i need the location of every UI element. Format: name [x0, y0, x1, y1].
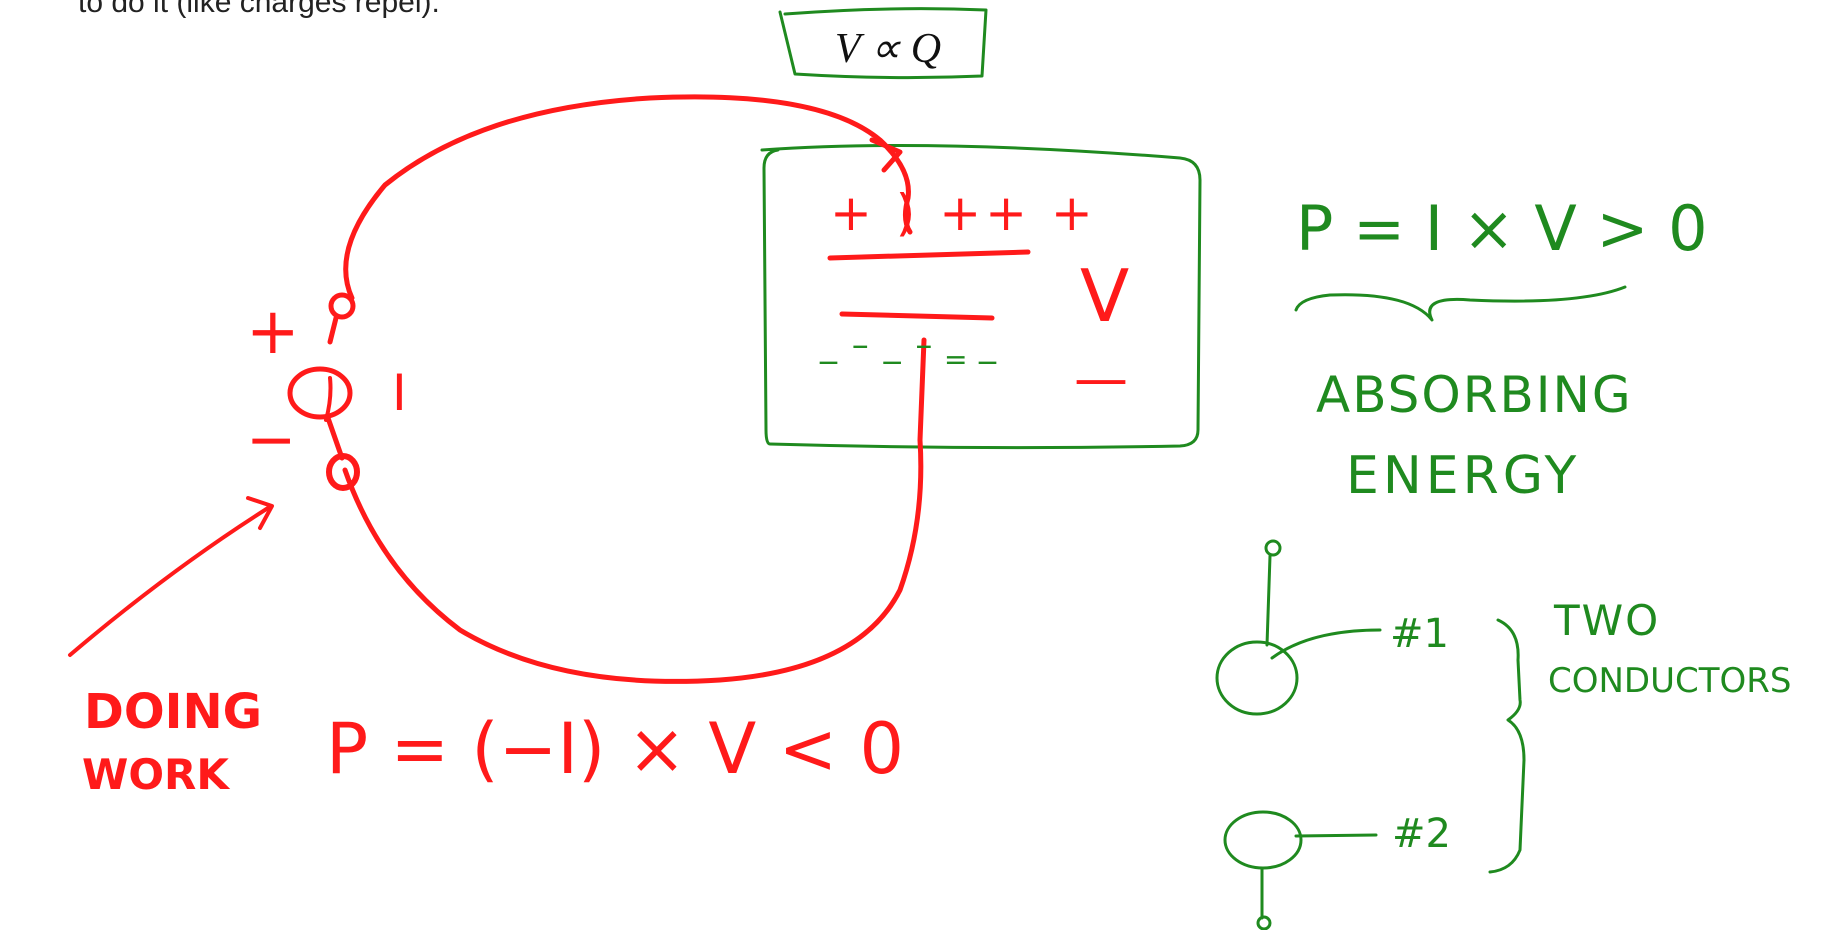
capacitor-minus-label: — [1074, 347, 1128, 410]
formula-box-outline [778, 7, 988, 80]
source-bottom-terminal [326, 453, 360, 491]
source-current-label: I [392, 364, 407, 422]
conductor-2-body [1223, 810, 1303, 870]
absorbing-label: ABSORBING [1316, 366, 1633, 424]
capacitor-enclosure [760, 144, 1202, 450]
wire-bottom [342, 337, 927, 684]
typed-text-line: to do it (like charges repel). [78, 0, 440, 19]
source-circle [287, 366, 353, 420]
absorbing-brace [1294, 285, 1627, 322]
conductor-2-label: #2 [1392, 811, 1451, 857]
source-lead-bottom [325, 415, 345, 461]
energy-label: ENERGY [1346, 446, 1581, 506]
conductors-brace [1488, 618, 1526, 874]
conductor-1-line [1270, 628, 1382, 660]
source-plus-label: + [246, 295, 300, 369]
doing-work-arrowhead [246, 496, 274, 530]
source-top-terminal [328, 292, 356, 320]
conductors-label: CONDUCTORS [1548, 661, 1792, 701]
capacitor-voltage-label: V [1080, 254, 1130, 338]
conductor-2-bottom-terminal [1256, 915, 1272, 930]
capacitor-plus-row: + ) ++ + [830, 184, 1097, 242]
conductor-1-top-terminal [1264, 539, 1282, 557]
doing-label: DOING [84, 684, 263, 740]
formula-box: V ∝ Q [834, 26, 942, 72]
doing-work-arrow [68, 506, 270, 657]
capacitor-top-plate [827, 249, 1031, 261]
wire-top [343, 94, 913, 301]
conductor-1-label: #1 [1390, 611, 1449, 657]
capacitor-bottom-plate [839, 311, 995, 321]
power-deliver-equation: P = (−I) × V < 0 [326, 708, 905, 790]
wire-top-arrowhead [869, 137, 903, 173]
conductor-2-line [1294, 833, 1378, 838]
work-label: WORK [82, 750, 229, 799]
conductor-1-body [1215, 640, 1299, 716]
capacitor-minus-row: _ – _ – ‗ _ [820, 325, 999, 365]
two-label: TWO [1554, 596, 1661, 645]
source-minus-label: − [246, 405, 297, 475]
source-lead-top [327, 315, 339, 345]
conductor-1-lead [1265, 554, 1272, 647]
power-absorb-equation: P = I × V > 0 [1296, 192, 1708, 265]
